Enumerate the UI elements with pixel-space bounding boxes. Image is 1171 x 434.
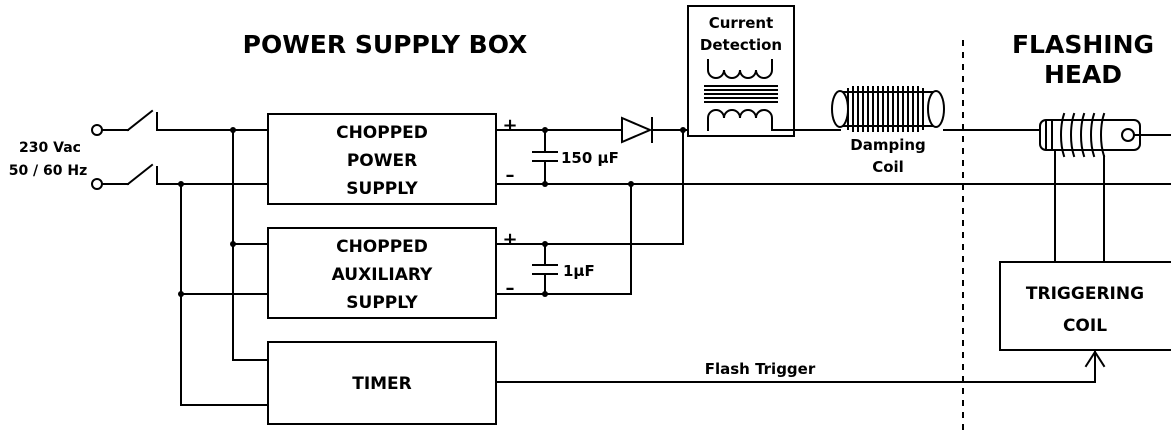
input-voltage-label: 230 Vac — [19, 140, 81, 156]
junction-dot — [178, 291, 184, 297]
junction-dot — [230, 127, 236, 133]
transformer-symbol — [704, 59, 778, 131]
timer-label: TIMER — [352, 374, 412, 394]
damping-coil — [831, 86, 945, 132]
junction-dot — [628, 181, 634, 187]
triggering-coil-label-1: TRIGGERING — [1026, 284, 1144, 304]
chopped-aux-label-3: SUPPLY — [346, 293, 418, 313]
input-terminal-bottom — [91, 178, 103, 190]
diode-symbol — [621, 116, 653, 144]
polarity-plus-aux: + — [502, 229, 517, 250]
chopped-power-supply-label-2: POWER — [347, 151, 417, 171]
capacitor-1uf — [532, 243, 558, 295]
triggering-coil-block — [999, 261, 1171, 351]
input-frequency-label: 50 / 60 Hz — [9, 163, 88, 179]
chopped-aux-label-1: CHOPPED — [336, 237, 428, 257]
current-detection-label-1: Current — [709, 14, 774, 32]
section-title-flashing-head-line2: HEAD — [1044, 60, 1122, 89]
polarity-minus-main: – — [506, 165, 515, 186]
section-title-flashing-head-line1: FLASHING — [1012, 30, 1154, 59]
wire-bottom-rail-down — [180, 183, 269, 406]
polarity-plus-main: + — [502, 115, 517, 136]
wire-top-rail-down — [232, 129, 269, 361]
capacitor-150uf — [532, 129, 558, 185]
flash-tube-icon — [1039, 112, 1141, 158]
polarity-minus-aux: – — [506, 278, 515, 299]
wire-aux-positive — [495, 129, 684, 245]
capacitor-150uf-label: 150 μF — [561, 149, 619, 167]
chopped-aux-label-2: AUXILIARY — [332, 265, 433, 285]
chopped-power-supply-label-1: CHOPPED — [336, 123, 428, 143]
damping-coil-label-2: Coil — [872, 158, 904, 176]
triggering-coil-label-2: COIL — [1063, 316, 1107, 336]
input-terminal-top — [91, 124, 103, 136]
junction-dot — [230, 241, 236, 247]
chopped-auxiliary-supply-block — [267, 227, 497, 319]
wire-flash-trigger — [495, 351, 1096, 383]
damping-coil-label-1: Damping — [850, 136, 926, 154]
wire-aux-negative — [495, 183, 632, 295]
chopped-power-supply-block — [267, 113, 497, 205]
flash-trigger-arrowhead — [1084, 350, 1106, 368]
mains-switch-bottom — [101, 163, 158, 186]
capacitor-1uf-label: 1μF — [563, 262, 595, 280]
current-detection-label-2: Detection — [700, 36, 782, 54]
junction-dot — [178, 181, 184, 187]
mains-switch-top — [101, 109, 158, 132]
chopped-power-supply-label-3: SUPPLY — [346, 179, 418, 199]
flash-trigger-label: Flash Trigger — [705, 360, 816, 378]
section-title-power-supply-box: POWER SUPPLY BOX — [243, 30, 528, 59]
